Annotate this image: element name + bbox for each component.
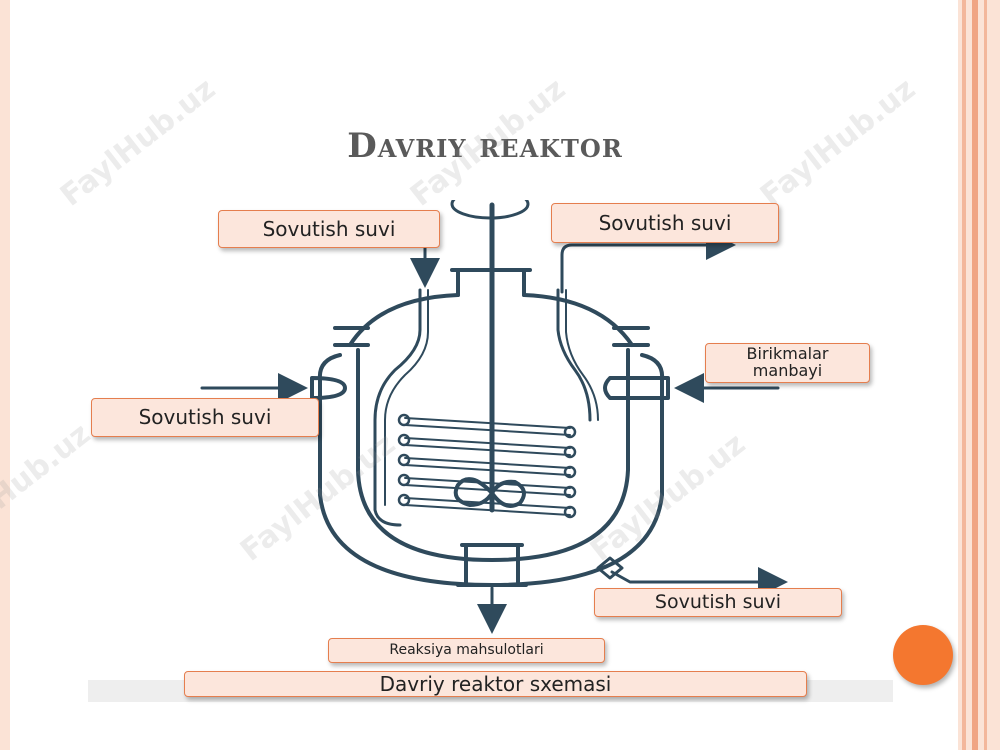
inner-vessel xyxy=(356,348,630,562)
diagram-caption: Davriy reaktor sxemasi xyxy=(184,671,807,697)
right-stripe-2 xyxy=(972,0,978,750)
top-nozzle xyxy=(450,268,532,297)
right-stripe-3 xyxy=(984,0,987,750)
label-reactants-source: Birikmalar manbayi xyxy=(705,343,870,383)
left-nozzle xyxy=(310,376,347,400)
label-cooling-water-in-top: Sovutish suvi xyxy=(218,210,440,248)
coil-outlet-pipe-inner xyxy=(565,289,599,421)
coil-ends xyxy=(397,413,577,519)
label-cooling-water-left: Sovutish suvi xyxy=(91,398,319,437)
label-cooling-water-out-top: Sovutish suvi xyxy=(551,203,779,243)
label-cooling-water-bottom: Sovutish suvi xyxy=(594,588,842,617)
flanges xyxy=(333,326,650,347)
reactor-head xyxy=(348,293,634,347)
accent-circle xyxy=(893,625,953,685)
coil-outlet-pipe xyxy=(556,288,592,422)
batch-reactor-diagram xyxy=(88,200,893,702)
label-reaction-products: Reaksiya mahsulotlari xyxy=(328,638,605,663)
bottom-outlet xyxy=(456,543,528,587)
slide-title: Davriy reaktor xyxy=(347,126,623,166)
impeller xyxy=(453,477,526,508)
right-nozzle xyxy=(603,376,670,400)
coil-inlet-pipe xyxy=(373,288,422,527)
arrow-cooling-bottom xyxy=(610,567,788,597)
arrow-cooling-out-top xyxy=(560,230,736,294)
coil-inlet-pipe-inner xyxy=(384,289,429,506)
drain-valve xyxy=(596,556,624,580)
left-stripe xyxy=(0,0,10,750)
right-stripe-1 xyxy=(962,0,966,750)
